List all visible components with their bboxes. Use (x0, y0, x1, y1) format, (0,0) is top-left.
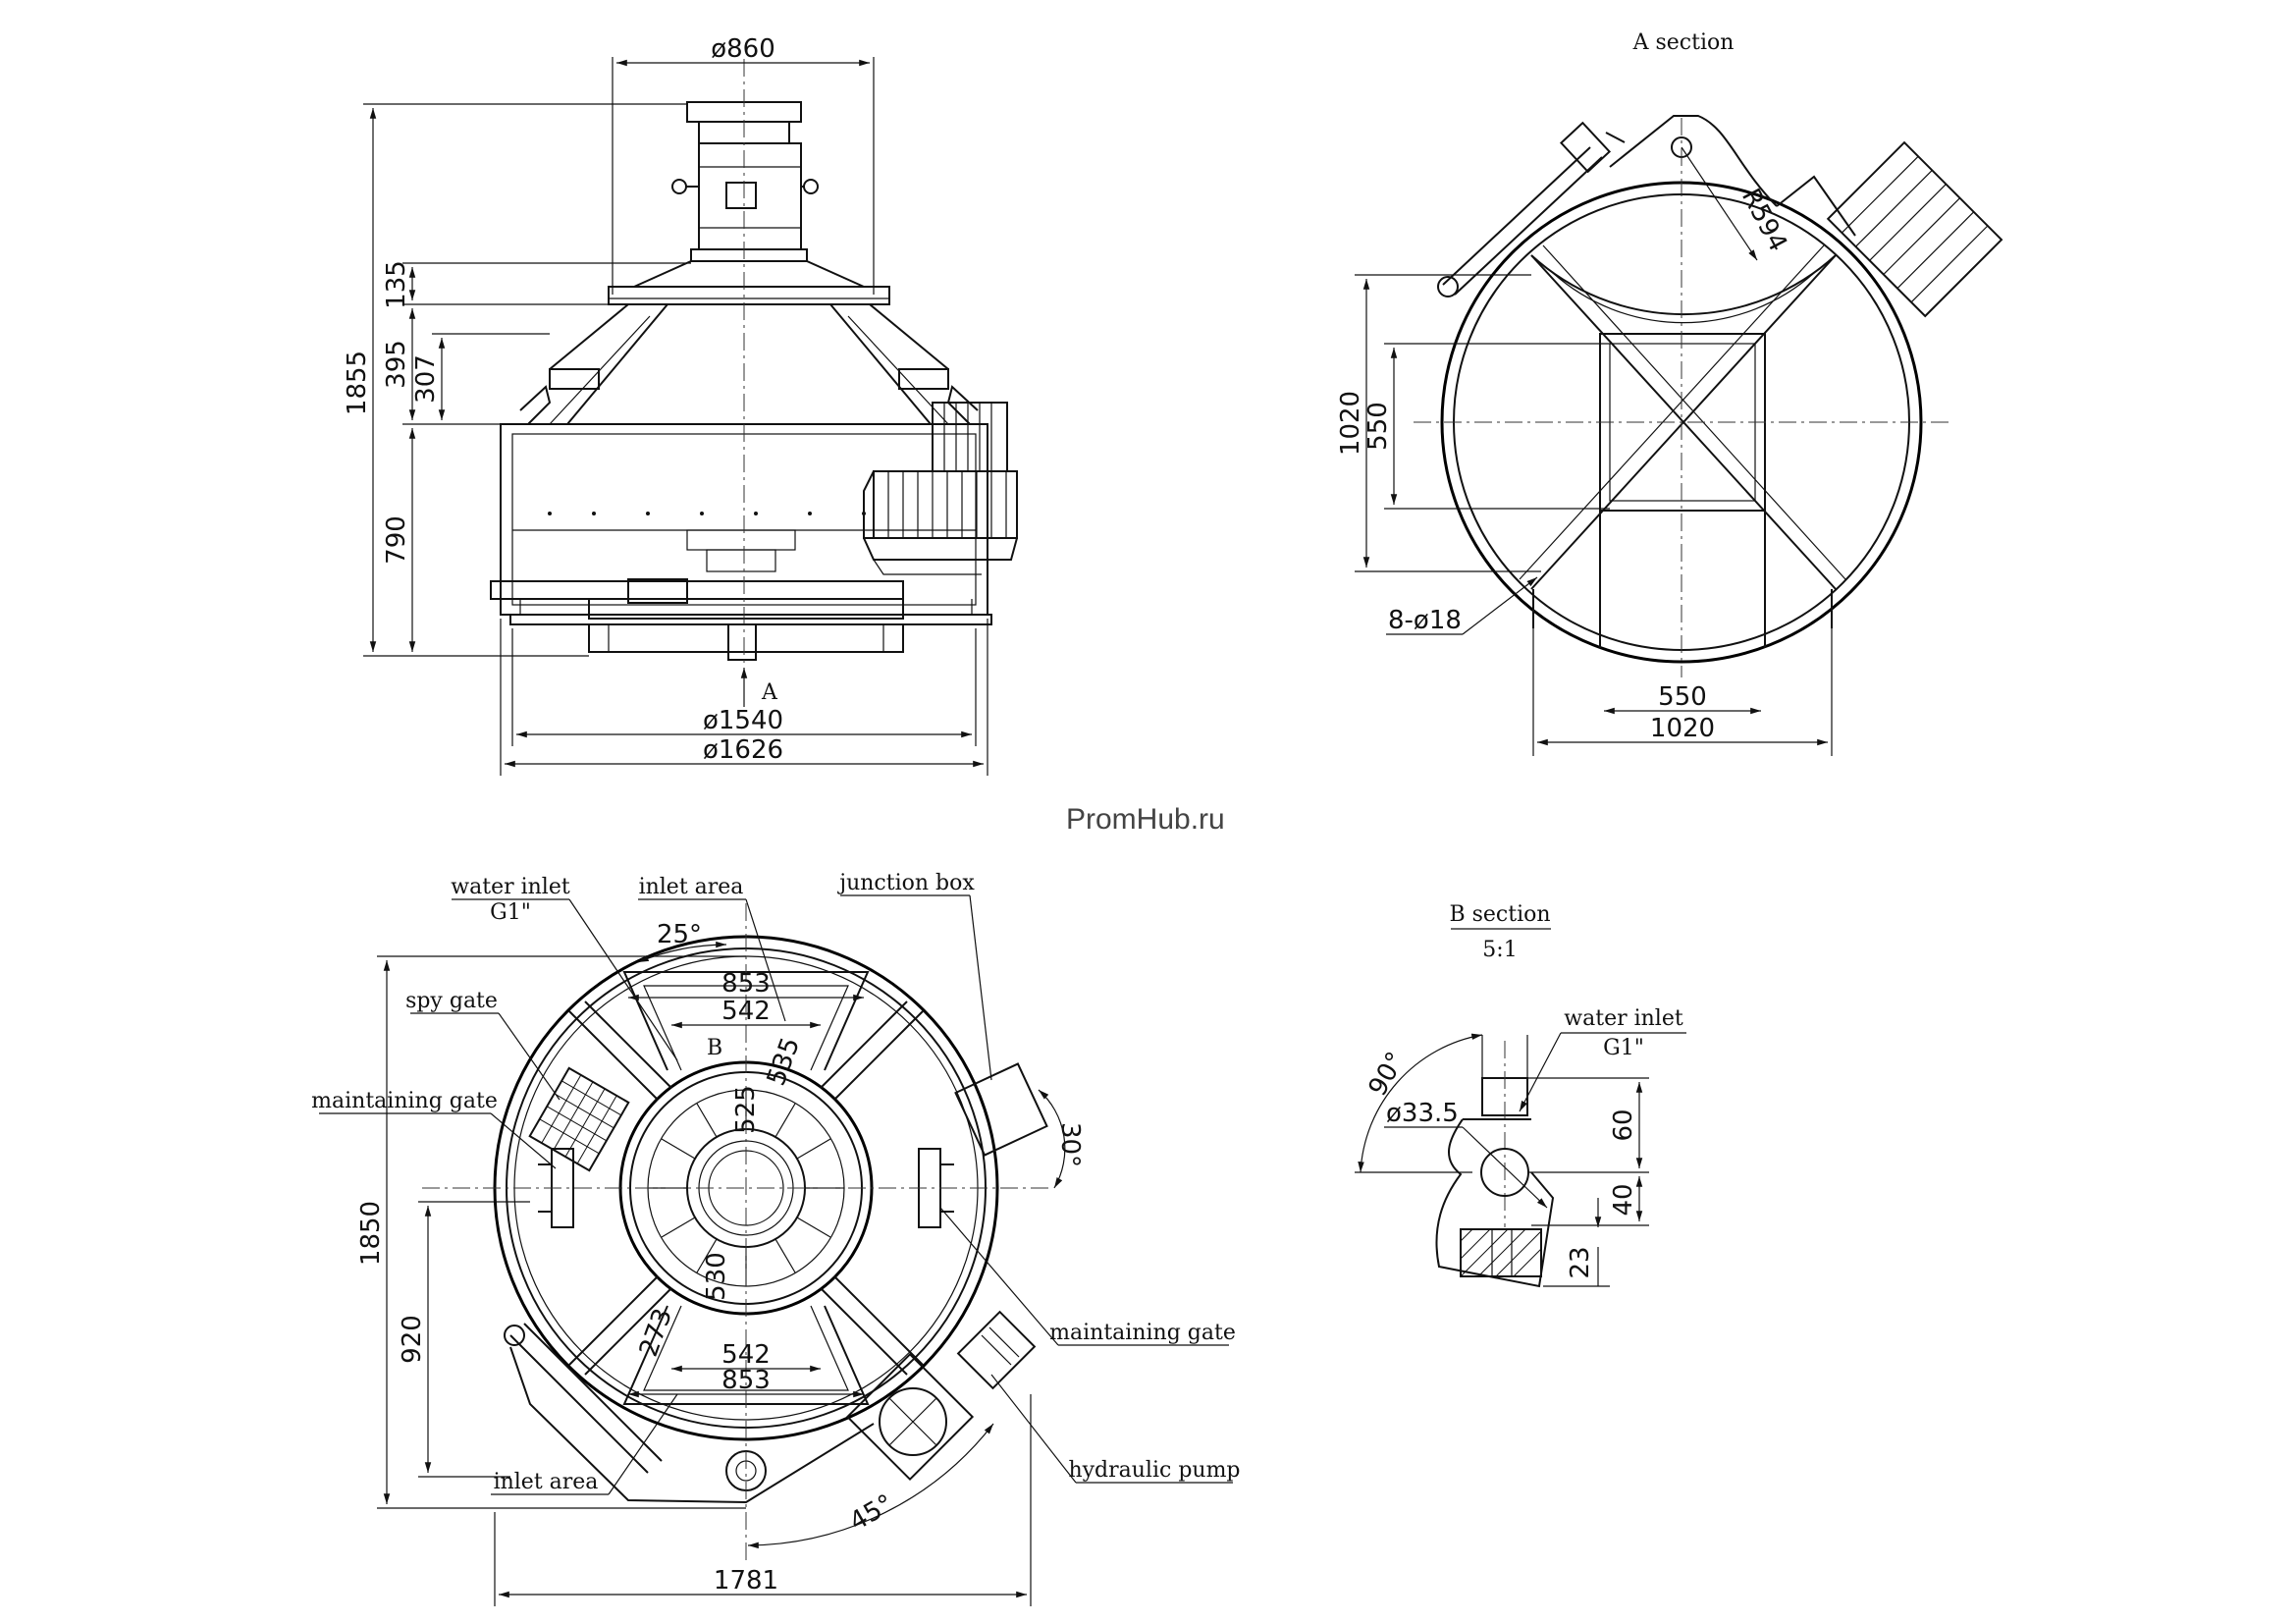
dim-diameter-33-5: ø33.5 (1386, 1099, 1459, 1128)
dim-542-top: 542 (721, 997, 771, 1026)
marker-b: B (707, 1036, 722, 1060)
dim-530: 530 (702, 1252, 731, 1301)
dim-width-1020: 1020 (1650, 714, 1715, 743)
cone-cover (519, 260, 979, 425)
section-b-scale: 5:1 (1482, 938, 1517, 962)
dim-30: 30° (1055, 1122, 1085, 1167)
label-inlet-area-bottom: inlet area (494, 1470, 599, 1494)
section-b-title: B section (1449, 902, 1550, 927)
dim-height-1850: 1850 (356, 1201, 386, 1266)
angle-45: 45° (845, 1489, 899, 1538)
dim-height-total: 1855 (343, 351, 372, 415)
label-junction-box: junction box (836, 871, 975, 895)
dim-790: 790 (382, 515, 411, 565)
label-water-inlet: water inlet (451, 875, 570, 899)
label-hydraulic-pump: hydraulic pump (1068, 1458, 1240, 1483)
dim-height-550: 550 (1363, 402, 1393, 451)
dim-853-bottom: 853 (721, 1366, 771, 1395)
label-water-inlet-thread: G1" (490, 900, 531, 925)
dim-307: 307 (411, 354, 441, 404)
section-a-view: A section (1336, 30, 2003, 756)
dim-273: 273 (634, 1305, 678, 1361)
dim-width-550: 550 (1658, 682, 1707, 712)
front-dimensions: ø860 1855 135 395 307 790 A ø1540 (343, 34, 988, 776)
hydraulic-pump (845, 1310, 1037, 1482)
dim-diameter-1540: ø1540 (703, 706, 783, 735)
dim-395: 395 (382, 340, 411, 389)
dim-135: 135 (382, 260, 411, 309)
angle-25: 25° (657, 920, 702, 949)
section-b-view: B section 5:1 90° ø33.5 water inlet G1" (1355, 902, 1686, 1288)
plan-view: water inlet G1" inlet area junction box … (311, 871, 1241, 1606)
dim-holes: 8-ø18 (1388, 606, 1462, 635)
section-marker-a: A (761, 680, 778, 705)
front-view: ø860 1855 135 395 307 790 A ø1540 (343, 34, 1018, 776)
dim-height-1020: 1020 (1336, 391, 1365, 456)
dim-920: 920 (398, 1315, 427, 1364)
base-frame (490, 578, 992, 661)
dim-535: 535 (762, 1034, 806, 1090)
dim-radius: R594 (1735, 184, 1792, 256)
section-a-title: A section (1632, 30, 1735, 55)
dim-525: 525 (731, 1085, 761, 1134)
dim-diameter-1626: ø1626 (703, 735, 783, 765)
dim-width-1781: 1781 (714, 1566, 778, 1596)
label-spy-gate: spy gate (405, 989, 498, 1013)
label-maintaining-gate-right: maintaining gate (1049, 1321, 1236, 1345)
dim-top-diameter: ø860 (711, 34, 775, 64)
spy-gate-grid (528, 1066, 630, 1172)
label-inlet-area-top: inlet area (639, 875, 744, 899)
angle-90: 90° (1363, 1048, 1412, 1102)
side-motor (863, 402, 1018, 575)
section-b-label-thread: G1" (1603, 1036, 1644, 1060)
motor (671, 101, 819, 262)
dim-542-bottom: 542 (721, 1340, 771, 1370)
dim-40: 40 (1609, 1183, 1638, 1216)
label-maintaining-gate-left: maintaining gate (311, 1089, 498, 1113)
dim-853-top: 853 (721, 969, 771, 999)
dim-60: 60 (1609, 1109, 1638, 1141)
section-b-label-water-inlet: water inlet (1564, 1006, 1683, 1031)
watermark-text: PromHub.ru (1066, 803, 1225, 836)
dim-23: 23 (1566, 1246, 1595, 1278)
